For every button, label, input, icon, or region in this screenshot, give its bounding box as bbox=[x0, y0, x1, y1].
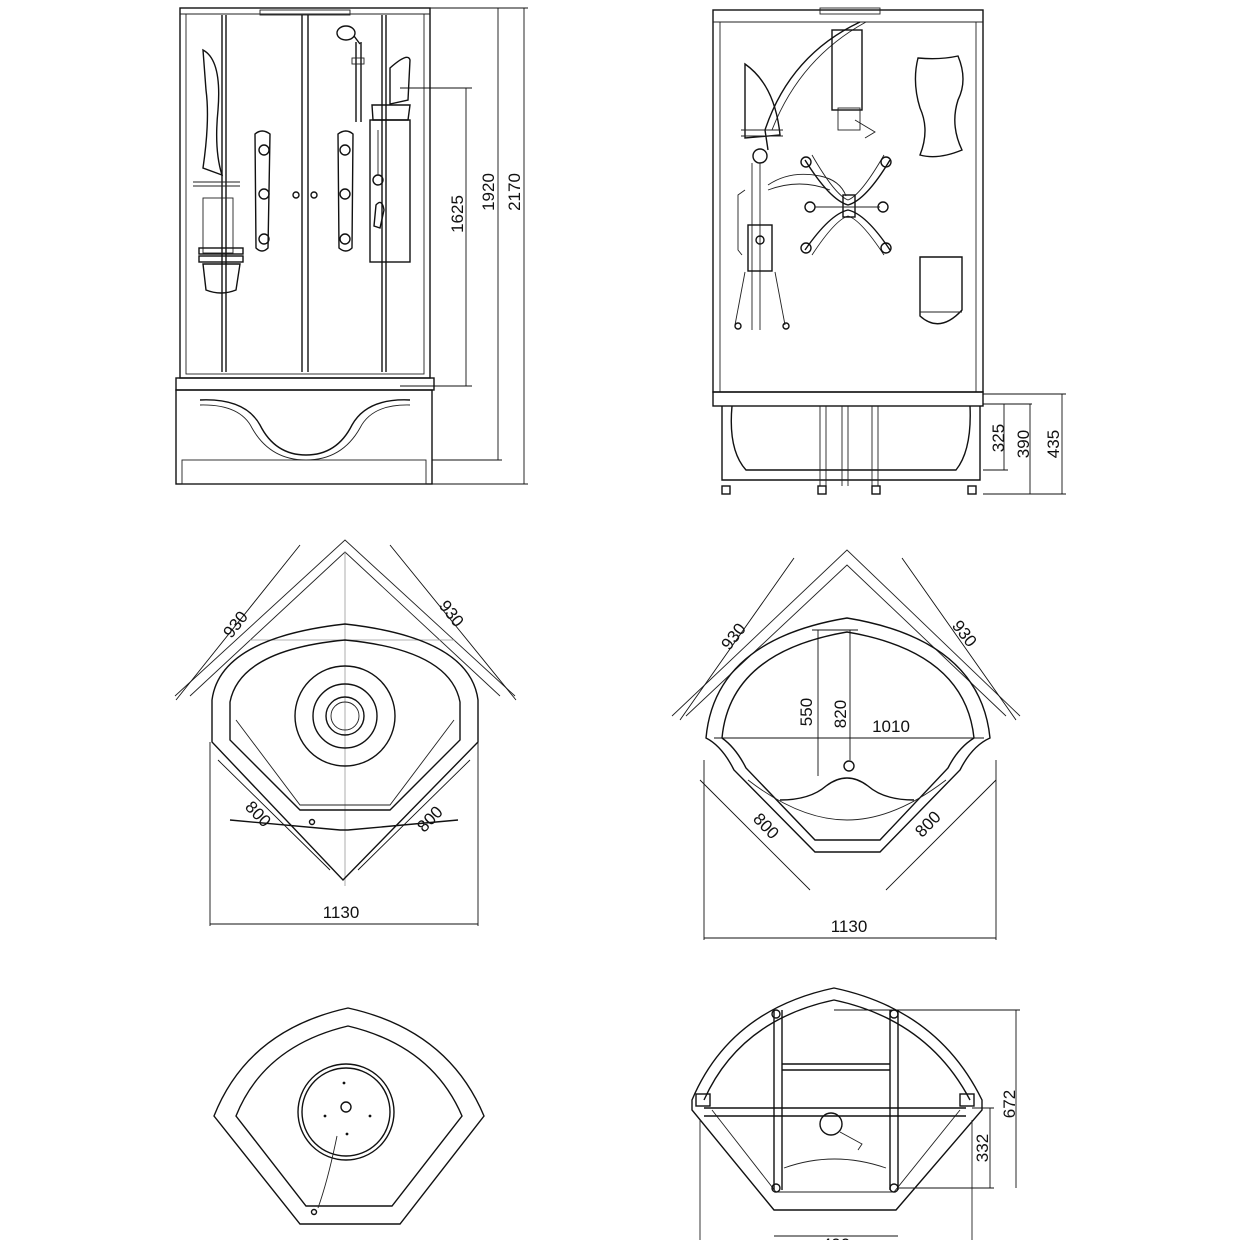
dim-820: 820 bbox=[831, 700, 850, 728]
base-drain-icon bbox=[819, 1112, 843, 1136]
front-right-jet-bar bbox=[337, 130, 354, 252]
dim-550: 550 bbox=[797, 698, 816, 726]
plan-view-right: 550 820 1010 930 930 800 800 1130 bbox=[671, 549, 1021, 940]
front-tray bbox=[175, 389, 433, 485]
back-valve-box bbox=[747, 224, 773, 272]
dim-930-d: 930 bbox=[948, 617, 980, 651]
dim-800-b: 800 bbox=[413, 802, 446, 836]
plan-left-seat bbox=[294, 665, 396, 767]
dim-390: 390 bbox=[1014, 430, 1033, 458]
dim-930-a: 930 bbox=[219, 608, 251, 642]
plan-left-tray-outline bbox=[211, 623, 479, 882]
dim-325: 325 bbox=[989, 424, 1008, 452]
dim-1130-a: 1130 bbox=[323, 903, 360, 922]
tray-outline bbox=[213, 1007, 485, 1225]
dim-332: 332 bbox=[973, 1134, 992, 1162]
back-leaf-panel bbox=[744, 62, 781, 139]
base-frame-view: 672 332 400 bbox=[691, 987, 1020, 1240]
drain-icon bbox=[340, 1101, 352, 1113]
dim-672: 672 bbox=[1000, 1090, 1019, 1118]
plan-right-tray-outline bbox=[705, 617, 991, 853]
dim-1010: 1010 bbox=[872, 717, 910, 736]
dim-930-c: 930 bbox=[717, 620, 749, 654]
front-cabin-frame bbox=[179, 7, 431, 379]
back-top-box bbox=[831, 29, 863, 111]
back-jet-harness bbox=[804, 159, 891, 206]
front-left-jet-bar bbox=[254, 130, 271, 252]
base-outline bbox=[691, 987, 983, 1211]
dim-2170: 2170 bbox=[505, 173, 524, 211]
front-view: 1625 1920 2170 bbox=[175, 7, 528, 485]
front-mirror bbox=[202, 48, 224, 177]
back-mirror bbox=[914, 55, 964, 158]
dim-1625: 1625 bbox=[448, 195, 467, 233]
tray-top-view bbox=[213, 1007, 485, 1225]
dim-930-b: 930 bbox=[435, 597, 467, 631]
dim-435: 435 bbox=[1044, 430, 1063, 458]
back-view: 325 390 435 bbox=[712, 7, 1066, 495]
dim-400: 400 bbox=[822, 1235, 850, 1240]
back-cabin-frame bbox=[712, 9, 984, 393]
dim-1920: 1920 bbox=[479, 173, 498, 211]
plan-view-left: 930 930 800 800 1130 bbox=[174, 539, 517, 926]
back-lower-panel bbox=[919, 256, 963, 325]
front-control-column bbox=[369, 119, 411, 263]
shower-head-icon bbox=[336, 25, 356, 41]
front-tray-rim bbox=[175, 377, 435, 391]
dim-1130-b: 1130 bbox=[831, 917, 868, 936]
